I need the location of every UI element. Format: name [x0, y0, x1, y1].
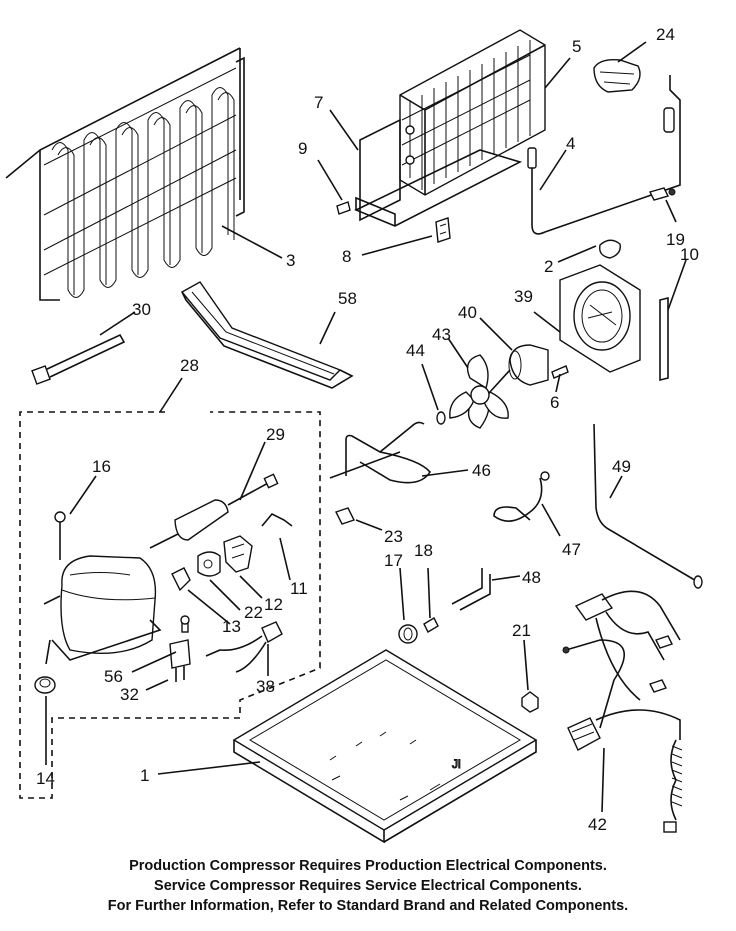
label-39: 39: [514, 287, 533, 306]
label-10: 10: [680, 245, 699, 264]
label-56: 56: [104, 667, 123, 686]
wiring-harness: [562, 590, 683, 833]
compressor: [34, 511, 162, 694]
label-8: 8: [342, 247, 351, 266]
label-46: 46: [472, 461, 491, 480]
part-labels: 1 2 3 4 5 6 7 8 9 10 11 12 13 14 16 17 1…: [36, 25, 699, 834]
fan-motor-blade: [436, 344, 569, 429]
label-29: 29: [266, 425, 285, 444]
label-43: 43: [432, 325, 451, 344]
electrical-components: [149, 473, 293, 682]
note-service-compressor: Service Compressor Requires Service Elec…: [154, 878, 582, 894]
label-28: 28: [180, 356, 199, 375]
label-2: 2: [544, 257, 553, 276]
cable-tie: [31, 333, 126, 385]
label-3: 3: [286, 251, 295, 270]
label-30: 30: [132, 300, 151, 319]
base-pan: Jl: [232, 617, 539, 844]
leader-lines: [45, 41, 687, 813]
drain-trough: [180, 281, 354, 389]
label-19: 19: [666, 230, 685, 249]
label-16: 16: [92, 457, 111, 476]
label-18: 18: [414, 541, 433, 560]
label-23: 23: [384, 527, 403, 546]
label-9: 9: [298, 139, 307, 158]
label-48: 48: [522, 568, 541, 587]
defrost-wire: [527, 58, 681, 235]
label-32: 32: [120, 685, 139, 704]
footer-notes: Production Compressor Requires Productio…: [0, 856, 736, 916]
tubing-parts: [329, 421, 703, 611]
label-7: 7: [314, 93, 323, 112]
label-22: 22: [244, 603, 263, 622]
label-11: 11: [290, 579, 308, 598]
label-17: 17: [384, 551, 403, 570]
label-4: 4: [566, 134, 575, 153]
compressor-group-boundary: [19, 411, 321, 799]
evaporator-assembly: [336, 29, 546, 243]
label-1: 1: [140, 766, 149, 785]
label-24: 24: [656, 25, 675, 44]
svg-text:Jl: Jl: [452, 757, 461, 771]
note-production-compressor: Production Compressor Requires Productio…: [129, 858, 607, 874]
label-42: 42: [588, 815, 607, 834]
fan-shroud: [559, 239, 669, 382]
label-44: 44: [406, 341, 425, 360]
note-further-information: For Further Information, Refer to Standa…: [107, 898, 629, 914]
label-14: 14: [36, 769, 55, 788]
label-58: 58: [338, 289, 357, 308]
label-49: 49: [612, 457, 631, 476]
label-38: 38: [256, 677, 275, 696]
label-21: 21: [512, 621, 531, 640]
label-12: 12: [264, 595, 283, 614]
label-13: 13: [222, 617, 241, 636]
label-47: 47: [562, 540, 581, 559]
label-6: 6: [550, 393, 559, 412]
label-5: 5: [572, 37, 581, 56]
label-40: 40: [458, 303, 477, 322]
condenser-coil: [5, 47, 245, 301]
